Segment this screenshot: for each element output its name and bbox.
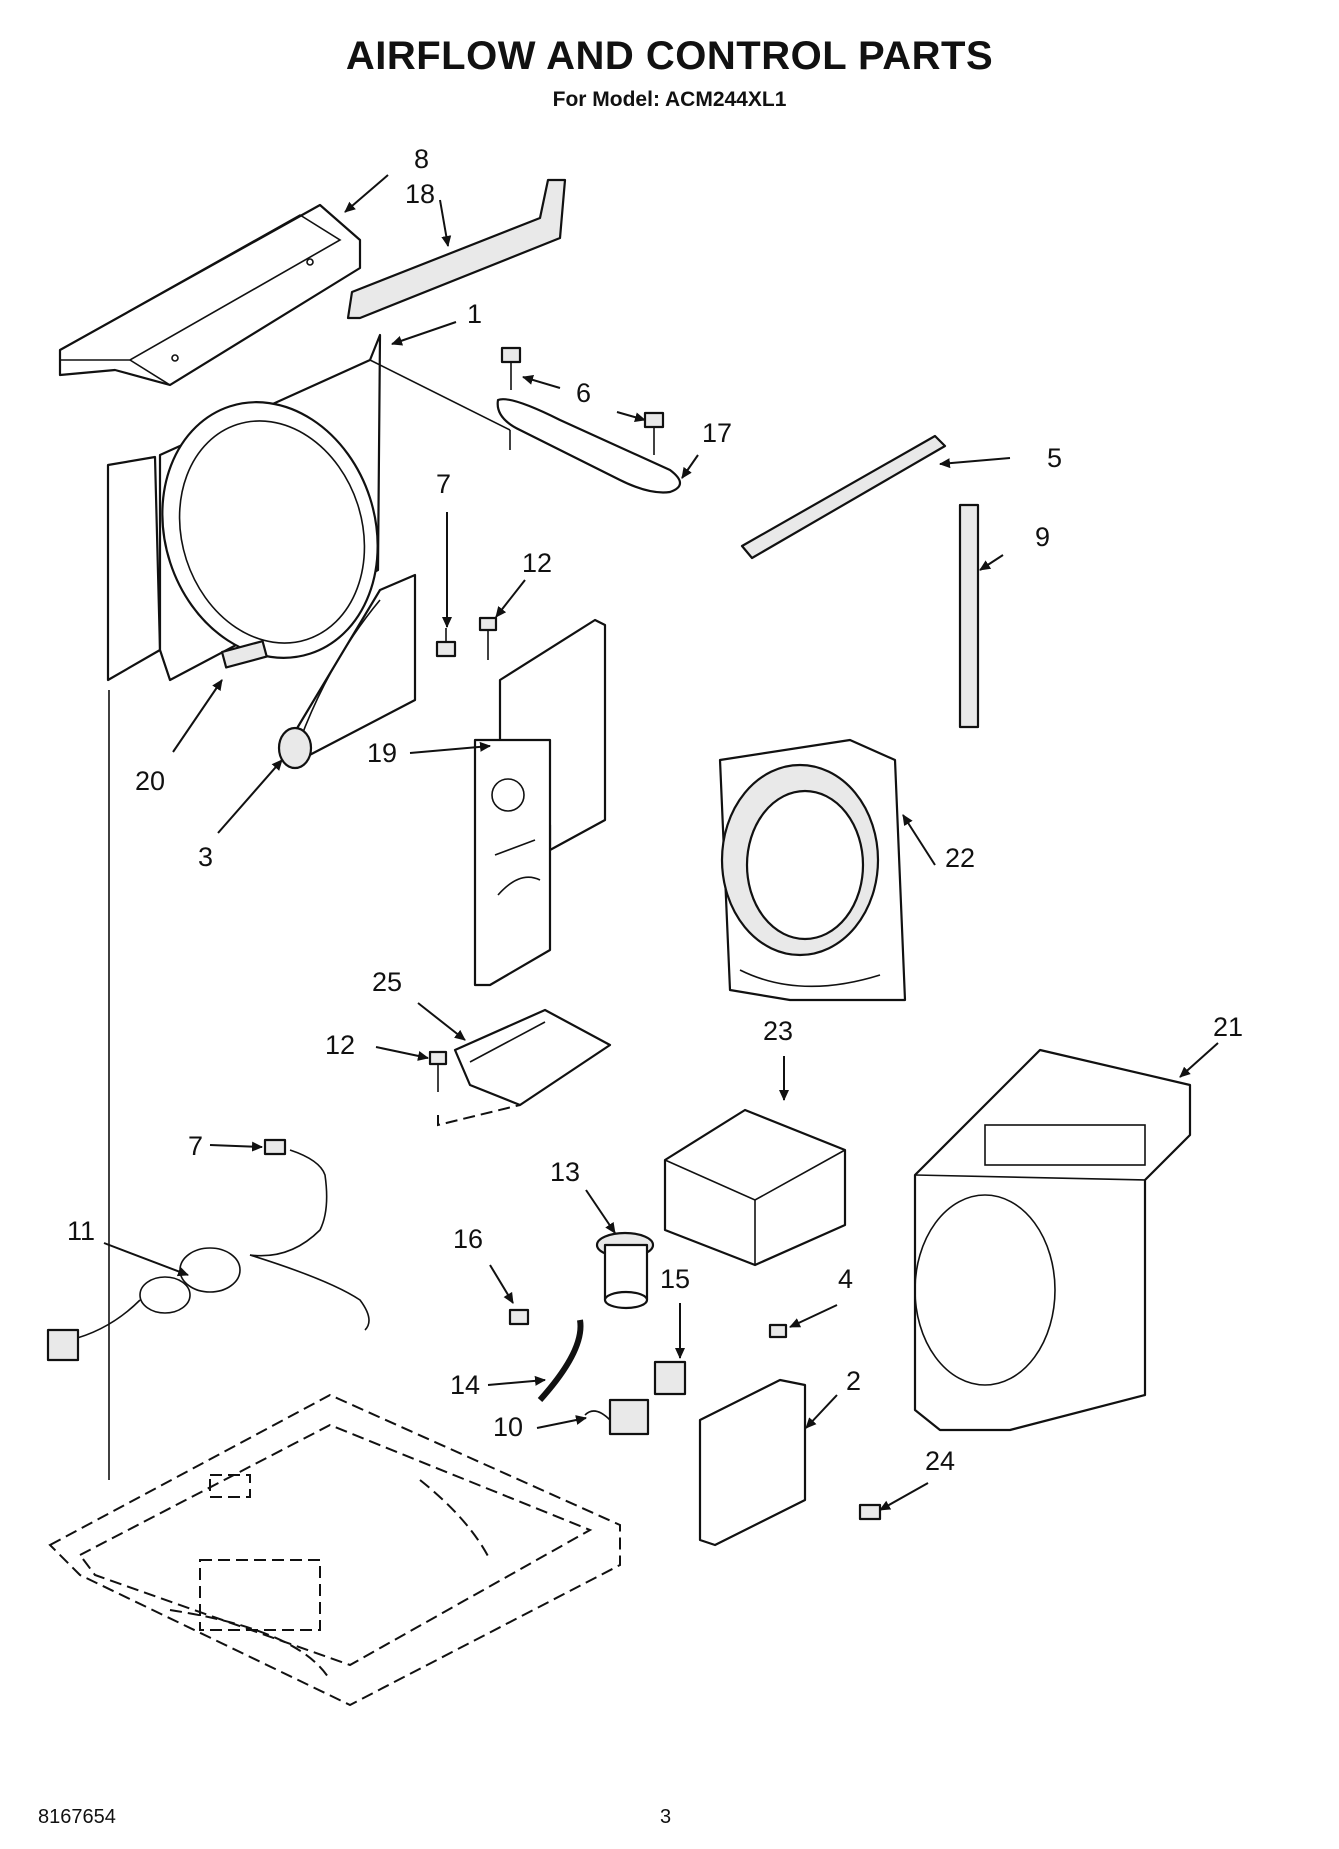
page-number: 3 (660, 1806, 672, 1828)
callout-4: 4 (838, 1264, 853, 1294)
callout-25: 25 (372, 967, 402, 997)
part-14-tube (537, 1319, 584, 1403)
callout-1: 1 (467, 299, 482, 329)
callout-11: 11 (67, 1216, 95, 1246)
callout-12-upper: 12 (522, 548, 552, 578)
callout-14: 14 (450, 1370, 480, 1400)
part-16-screw (508, 1308, 530, 1326)
callout-20: 20 (135, 766, 165, 796)
part-12-screw-upper (478, 616, 498, 660)
callout-13: 13 (550, 1157, 580, 1187)
callout-21: 21 (1213, 1012, 1243, 1042)
callout-19: 19 (367, 738, 397, 768)
callout-3: 3 (198, 842, 213, 872)
callout-16: 16 (453, 1224, 483, 1254)
callout-9: 9 (1035, 522, 1050, 552)
part-12-screw-lower (428, 1050, 521, 1127)
callout-2: 2 (846, 1366, 861, 1396)
callout-15: 15 (660, 1264, 690, 1294)
part-8-top-channel (58, 203, 362, 387)
part-5-bar (740, 434, 947, 560)
callout-6: 6 (576, 378, 591, 408)
part-21-front-cover (913, 1048, 1192, 1432)
callout-24: 24 (925, 1446, 955, 1476)
callout-18: 18 (405, 179, 435, 209)
part-10-thermostat (584, 1398, 650, 1436)
part-3-deflector (277, 573, 417, 770)
callout-17: 17 (702, 418, 732, 448)
part-1-shroud (106, 333, 511, 682)
part-7-screw-upper (435, 628, 457, 658)
part-17-bracket (496, 398, 682, 494)
part-18-foam-strip (346, 178, 567, 320)
callout-23: 23 (763, 1016, 793, 1046)
part-20-block (220, 640, 268, 669)
callout-12-lower: 12 (325, 1030, 355, 1060)
model-subtitle: For Model: ACM244XL1 (552, 88, 787, 111)
part-7-screw-lower (263, 1138, 287, 1156)
callout-7-upper: 7 (436, 469, 451, 499)
part-6-screws (500, 346, 665, 455)
part-4-screw (768, 1323, 788, 1339)
callout-7-lower: 7 (188, 1131, 203, 1161)
base-pan-outline (48, 1393, 621, 1707)
part-9-vertical-bar (958, 503, 980, 729)
callout-22: 22 (945, 843, 975, 873)
part-19-control-bracket (473, 618, 607, 987)
document-number: 8167654 (38, 1806, 116, 1828)
part-13-capacitor (595, 1231, 655, 1310)
page-title: AIRFLOW AND CONTROL PARTS (345, 34, 994, 78)
part-24-screw (858, 1503, 882, 1521)
callout-8: 8 (414, 144, 429, 174)
callout-5: 5 (1047, 443, 1062, 473)
part-2-control-plate (698, 1378, 807, 1547)
part-15-switch (653, 1360, 687, 1396)
part-22-blower-scroll (718, 738, 907, 1002)
part-23-tray (663, 1108, 847, 1267)
part-11-power-cord (46, 1149, 370, 1362)
part-25-plate (453, 1008, 612, 1107)
callout-10: 10 (493, 1412, 523, 1442)
